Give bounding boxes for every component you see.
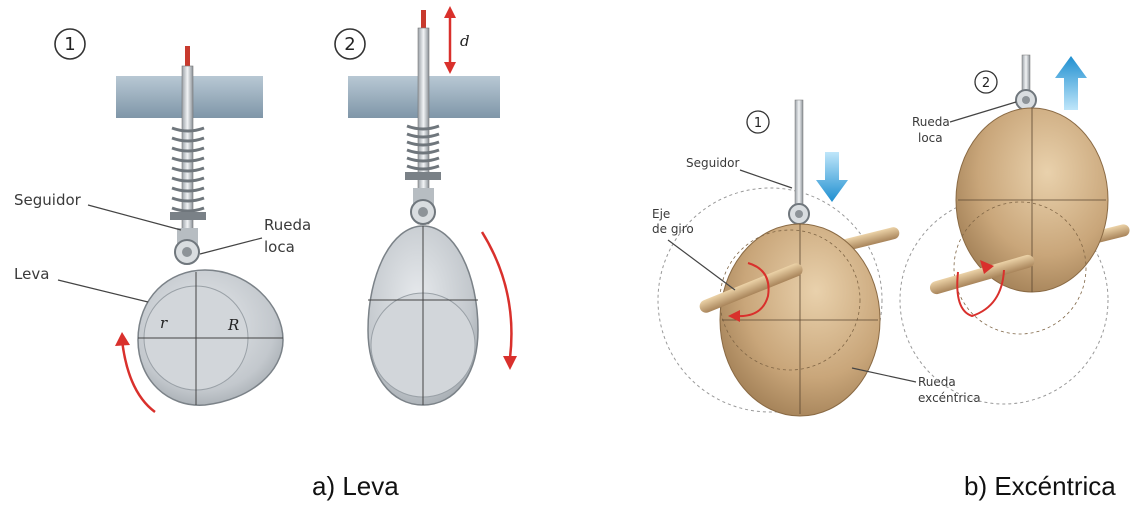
rueda-loca-leader <box>200 238 262 254</box>
eccentric-step2-number: 2 <box>982 76 990 91</box>
rotation-arrow-cw <box>482 232 511 358</box>
eccentric-rueda-loca-line2: loca <box>918 131 943 145</box>
eccentric-step1-assembly: 1 Seguidor Eje de giro Rueda excéntrica <box>652 100 981 416</box>
cam-step1-assembly: 1 r R Seguidor Rueda loca Leva <box>14 29 311 412</box>
caption-b: b) Excéntrica <box>964 471 1116 501</box>
leva-label: Leva <box>14 265 49 283</box>
step2-badge-number: 2 <box>344 34 355 55</box>
blue-arrow-down <box>816 152 848 202</box>
idler-wheel <box>175 228 199 264</box>
cam-step2-assembly: 2 d <box>335 6 517 405</box>
excentrica-label-line1: Rueda <box>918 375 956 389</box>
spring-base <box>170 212 206 220</box>
eccentric-follower-rod <box>795 100 803 210</box>
eje-label-line2: de giro <box>652 222 694 236</box>
eccentric-rueda-loca-line1: Rueda <box>912 115 950 129</box>
eccentric-seguidor-leader <box>740 170 792 188</box>
displacement-arrow <box>444 6 456 74</box>
seguidor-label: Seguidor <box>14 191 82 209</box>
eccentric-idler-wheel-2 <box>1016 90 1036 110</box>
step1-badge-number: 1 <box>64 34 75 55</box>
blue-arrow-up <box>1055 56 1087 110</box>
leva-leader <box>58 280 148 302</box>
spring-base-2 <box>405 172 441 180</box>
rueda-loca-label-line1: Rueda <box>264 216 311 234</box>
eccentric-step1-number: 1 <box>754 116 762 131</box>
idler-wheel-2 <box>411 188 435 224</box>
eje-label-line1: Eje <box>652 207 670 221</box>
small-radius-label: r <box>160 314 168 332</box>
eccentric-seguidor-label: Seguidor <box>686 156 740 170</box>
rotation-arrowhead <box>115 332 130 346</box>
caption-a: a) Leva <box>312 471 399 501</box>
excentrica-label-line2: excéntrica <box>918 391 981 405</box>
eccentric-idler-wheel <box>789 204 809 224</box>
large-radius-label: R <box>227 316 239 334</box>
eccentric-step2-assembly: 2 Rueda loca <box>900 55 1131 404</box>
seguidor-leader <box>88 205 181 230</box>
displacement-label: d <box>460 32 470 50</box>
rueda-loca-label-line2: loca <box>264 238 295 256</box>
eje-leader <box>668 240 735 290</box>
rotation-arrowhead-2 <box>503 356 517 370</box>
